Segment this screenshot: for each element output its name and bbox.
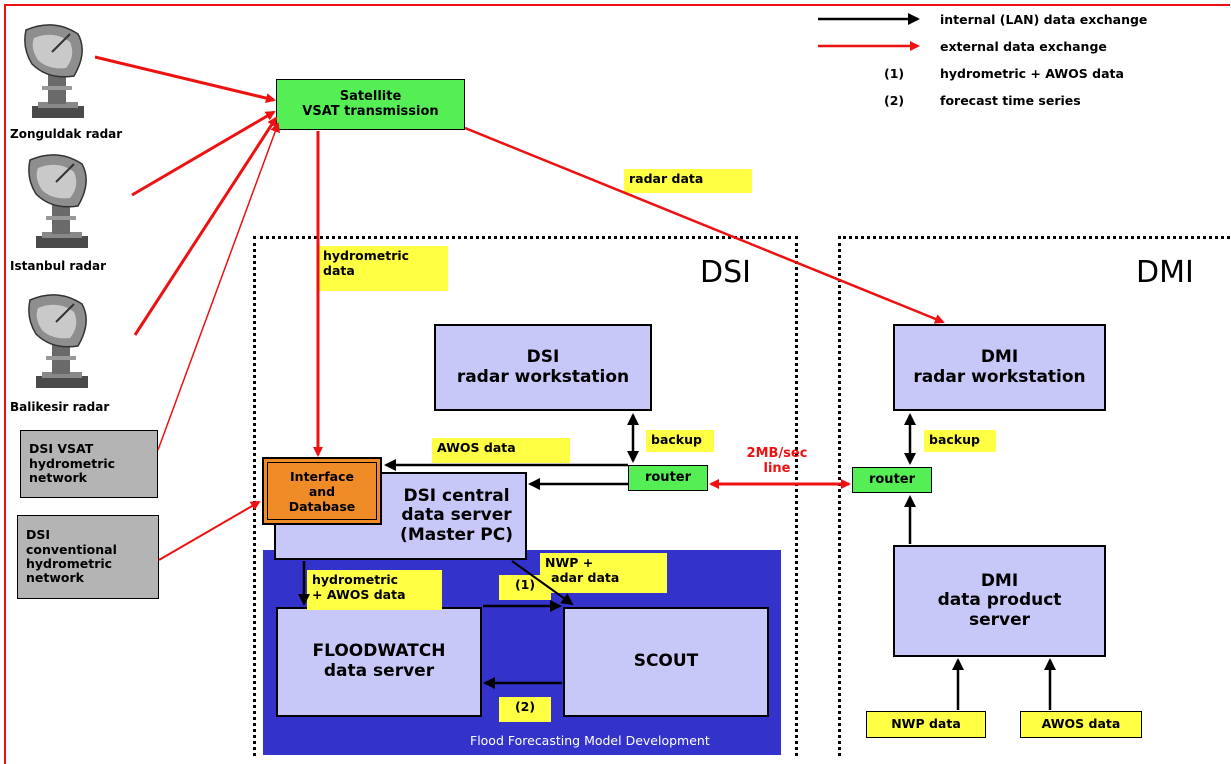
legend-internal-text: internal (LAN) data exchange	[940, 12, 1148, 27]
line-speed-label: 2MB/sec line	[746, 446, 808, 476]
balikesir-radar-icon	[28, 294, 88, 388]
dsi-router: router	[628, 465, 708, 491]
legend-item2-text: forecast time series	[940, 93, 1081, 108]
flow-2-label: (2)	[499, 697, 551, 722]
dmi-data-product-server: DMI data product server	[893, 545, 1106, 657]
nwp-radar-label: NWP + radar data	[540, 553, 667, 593]
zonguldak-radar-label: Zonguldak radar	[10, 127, 123, 141]
awos-data-label: AWOS data	[432, 438, 570, 463]
nwp-data-label: NWP data	[866, 711, 986, 738]
central-to-scout-arrow	[511, 560, 574, 606]
flood-model-label: Flood Forecasting Model Development	[470, 733, 710, 748]
legend-external-text: external data exchange	[940, 39, 1107, 54]
dmi-router: router	[852, 467, 932, 493]
dsi-backup-label: backup	[646, 430, 714, 452]
balikesir-radar-label: Balikesir radar	[10, 400, 110, 414]
satellite-to-dmi-arrow	[464, 126, 945, 324]
dsi-radar-workstation: DSI radar workstation	[434, 324, 652, 411]
hydrometric-data-label: hydrometric data	[318, 246, 448, 291]
legend-item1-text: hydrometric + AWOS data	[940, 66, 1124, 81]
floodwatch-data-server: FLOODWATCH data server	[276, 607, 482, 717]
scout-box: SCOUT	[563, 607, 769, 717]
dsi-vsat-network: DSI VSAT hydrometric network	[20, 430, 158, 498]
conventional-to-interface-arrow	[158, 500, 261, 561]
interface-database-box: Interface and Database	[267, 462, 377, 520]
dmi-region-title: DMI	[1136, 255, 1194, 290]
istanbul-to-satellite-arrow	[131, 110, 276, 197]
dsi-conventional-network: DSI conventional hydrometric network	[17, 515, 159, 599]
istanbul-radar-label: Istanbul radar	[10, 259, 107, 273]
istanbul-radar-icon	[28, 154, 88, 248]
legend-item1-number: (1)	[884, 66, 905, 81]
dmi-radar-workstation: DMI radar workstation	[893, 324, 1106, 411]
zonguldak-radar-icon	[24, 24, 84, 118]
hydrometric-awos-label: hydrometric + AWOS data	[307, 570, 442, 610]
balikesir-to-satellite-arrow	[133, 116, 278, 336]
dsi-region-title: DSI	[700, 255, 751, 290]
zonguldak-to-satellite-arrow	[94, 55, 276, 103]
dmi-backup-label: backup	[924, 430, 996, 452]
diagram-border	[4, 4, 1230, 764]
radar-data-label: radar data	[624, 169, 752, 193]
awos-data-dmi-label: AWOS data	[1020, 711, 1142, 738]
dmi-region	[838, 236, 1230, 756]
dsi-region	[253, 236, 798, 756]
satellite-vsat-box: Satellite VSAT transmission	[276, 79, 465, 130]
vsat-network-to-satellite-arrow	[157, 122, 280, 451]
flow-1-label: (1)	[499, 575, 551, 600]
legend-item2-number: (2)	[884, 93, 905, 108]
